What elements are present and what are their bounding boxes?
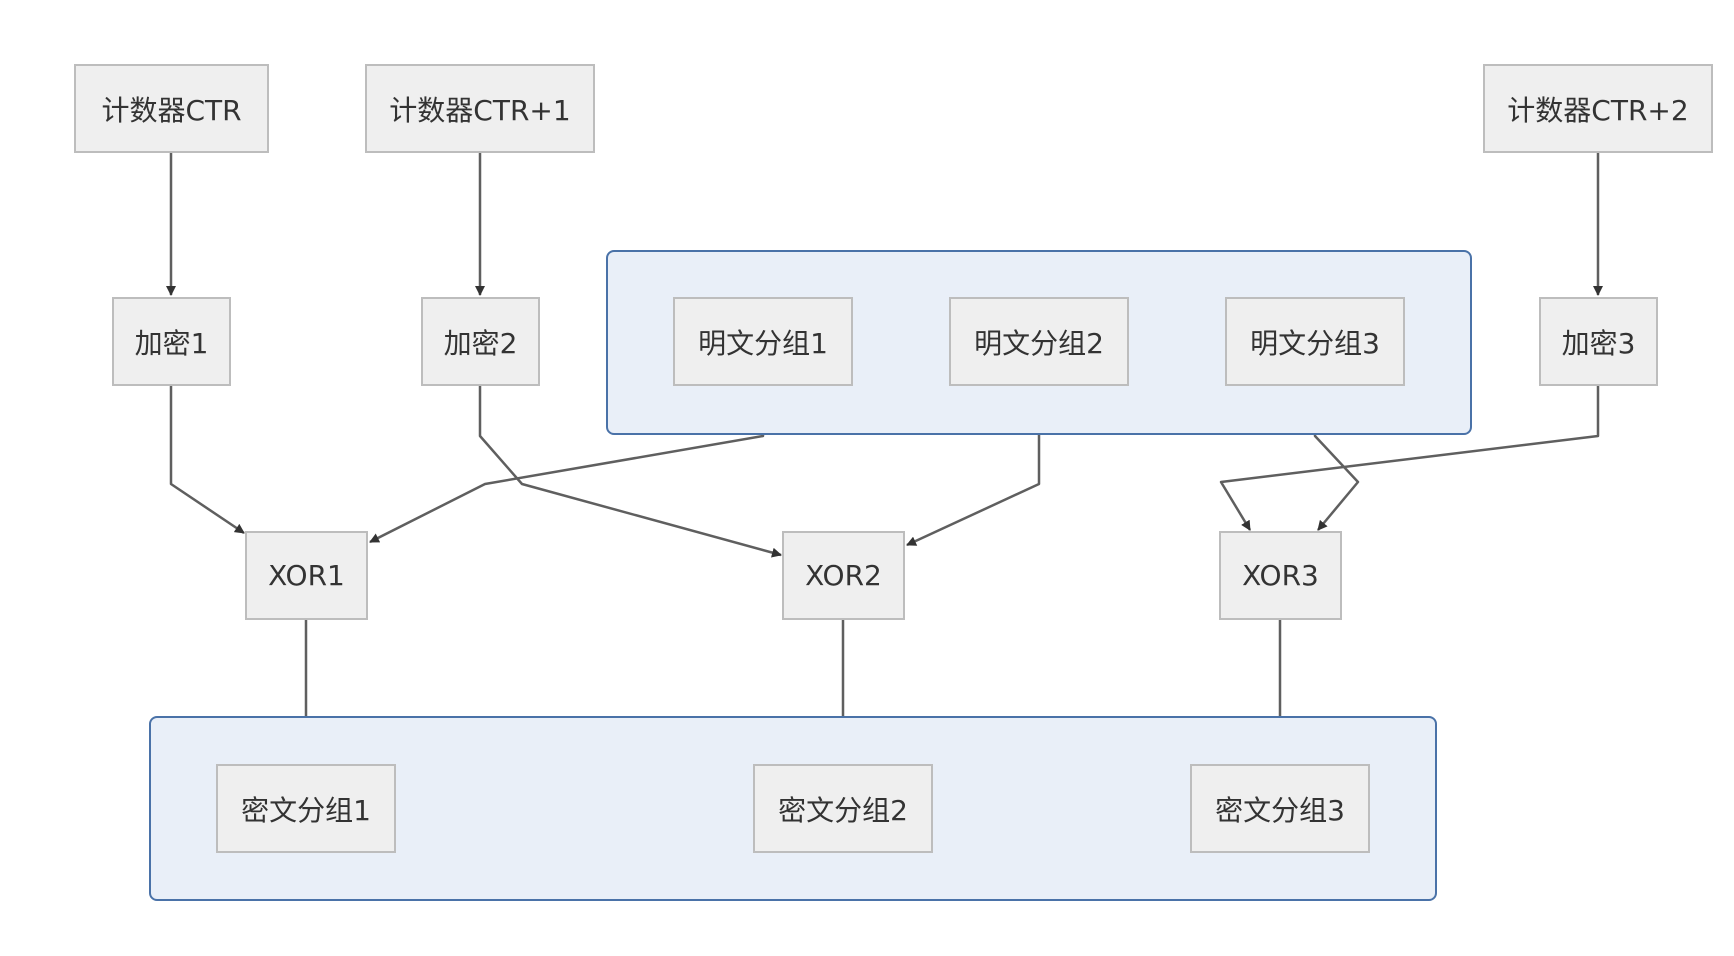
encrypt-3-node: 加密3 — [1539, 297, 1658, 386]
edge-enc3-to-xor3 — [1219, 386, 1600, 531]
plaintext-block-3-node: 明文分组3 — [1225, 297, 1405, 386]
encrypt-2-node: 加密2 — [421, 297, 540, 386]
encrypt-1-node: 加密1 — [112, 297, 231, 386]
ciphertext-block-1-node: 密文分组1 — [216, 764, 396, 853]
plaintext-block-1-node: 明文分组1 — [673, 297, 853, 386]
counter-ctr-plus-1-node: 计数器CTR+1 — [365, 64, 595, 153]
xor-3-node: XOR3 — [1219, 531, 1342, 620]
xor-1-node: XOR1 — [245, 531, 368, 620]
ciphertext-block-2-node: 密文分组2 — [753, 764, 933, 853]
plaintext-block-2-node: 明文分组2 — [949, 297, 1129, 386]
edges — [166, 153, 1603, 763]
edge-enc1-to-xor1 — [169, 386, 245, 535]
xor-2-node: XOR2 — [782, 531, 905, 620]
ciphertext-block-3-node: 密文分组3 — [1190, 764, 1370, 853]
counter-ctr-plus-2-node: 计数器CTR+2 — [1483, 64, 1713, 153]
edge-enc2-to-xor2 — [478, 386, 782, 558]
counter-ctr-node: 计数器CTR — [74, 64, 269, 153]
